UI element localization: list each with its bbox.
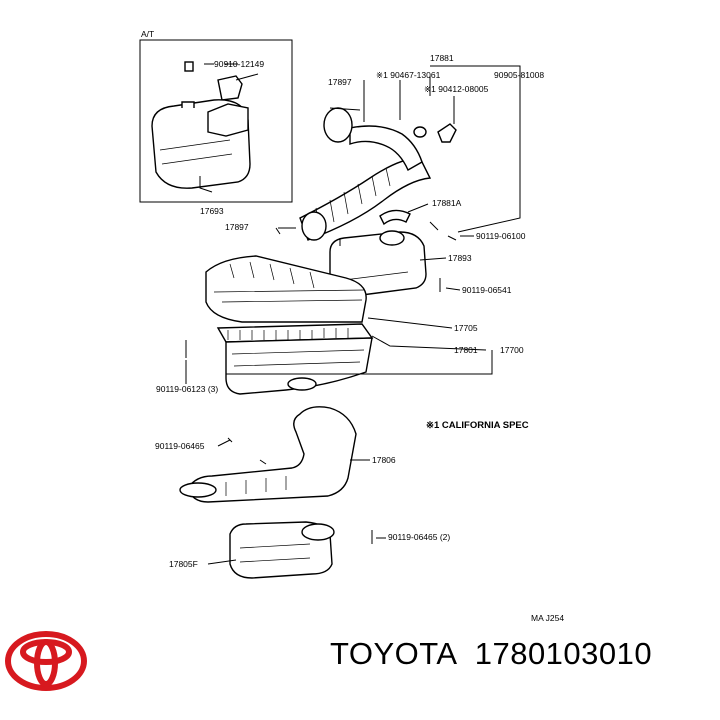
part-label-90119-06465-b: 90119-06465 (2) <box>388 532 451 542</box>
california-spec-note: ※1 CALIFORNIA SPEC <box>426 420 529 431</box>
part-label-17897-top: 17897 <box>328 77 352 87</box>
part-number: 1780103010 <box>474 636 653 671</box>
part-label-90467-13061: ※1 90467-13061 <box>376 70 441 80</box>
clamp-parts-icon <box>275 123 457 241</box>
part-label-17897-left: 17897 <box>225 222 249 232</box>
part-label-90119-06100: 90119-06100 <box>476 231 526 241</box>
part-label-90905-81008: 90905-81008 <box>494 70 545 80</box>
brand-name: TOYOTA <box>330 636 458 671</box>
air-cleaner-cap-icon <box>205 255 367 323</box>
part-label-17893: 17893 <box>448 253 472 263</box>
part-label-17705: 17705 <box>454 323 478 333</box>
part-label-90910-12149: 90910-12149 <box>214 59 265 69</box>
intake-hose-icon <box>299 107 432 241</box>
inset-tank-icon <box>151 99 251 193</box>
exploded-parts-diagram <box>139 39 521 579</box>
intake-duct-icon <box>179 406 357 503</box>
bracket-icon <box>229 521 373 579</box>
at-box-label: A/T <box>141 29 155 39</box>
at-inset-box <box>139 39 293 203</box>
part-label-17700: 17700 <box>500 345 524 355</box>
air-cleaner-case-icon <box>225 337 373 395</box>
resonator-icon <box>329 230 427 297</box>
part-label-17881: 17881 <box>430 53 454 63</box>
inset-sensor-icon <box>184 61 259 101</box>
part-label-17806: 17806 <box>372 455 396 465</box>
part-label-90412-08005: ※1 90412-08005 <box>424 84 489 94</box>
part-label-17881a: 17881A <box>432 198 462 208</box>
part-label-17801: 17801 <box>454 345 478 355</box>
part-label-90119-06541: 90119-06541 <box>462 285 512 295</box>
part-label-17805f: 17805F <box>169 559 198 569</box>
part-label-90119-06465-a: 90119-06465 <box>155 441 205 451</box>
toyota-logo-icon <box>5 631 87 691</box>
air-filter-element-icon <box>216 323 374 343</box>
part-label-90119-06123: 90119-06123 (3) <box>156 384 219 394</box>
part-title: TOYOTA 1780103010 <box>330 636 652 672</box>
leader-lines <box>185 63 521 565</box>
diagram-ref-code: MA J254 <box>531 613 565 623</box>
part-label-17693: 17693 <box>200 206 224 216</box>
